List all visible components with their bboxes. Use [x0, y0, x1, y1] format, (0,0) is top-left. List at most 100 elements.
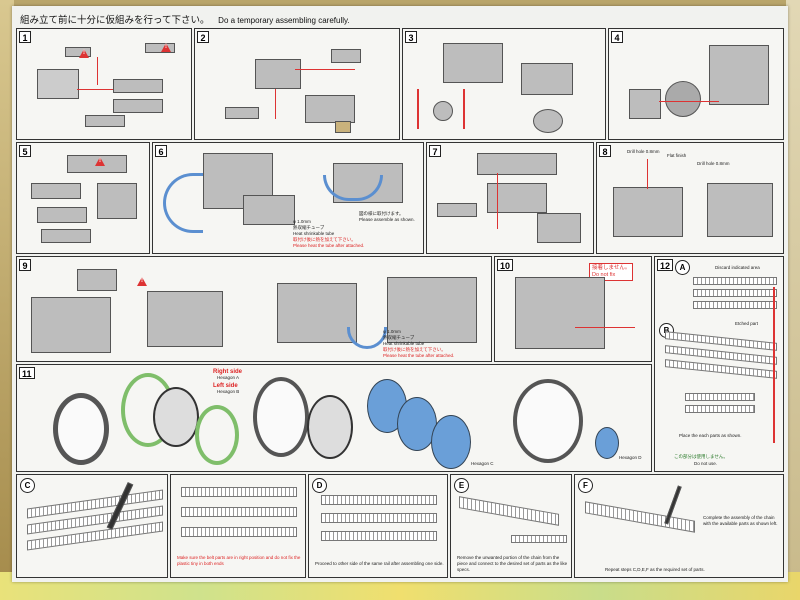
step-9-panel: 9 φ 1.0mm 熱収縮チューブ Heat shrinkable tube 取… [16, 256, 492, 362]
chain-sprue [321, 495, 437, 505]
engine-block-part [387, 277, 477, 343]
assembly-line [659, 101, 719, 102]
assembly-line [295, 69, 355, 70]
tube-label-jp: 熱収縮チューブ [383, 335, 415, 340]
assembly-line [647, 159, 648, 189]
rod-part [145, 43, 175, 53]
belt-position-note: Make sure the belt parts are in right po… [177, 555, 301, 566]
chain-sprue [321, 531, 437, 541]
oil-pan-part [305, 95, 355, 123]
flywheel-part [665, 81, 701, 117]
engine-block-part [147, 291, 223, 347]
chain-sprue [181, 527, 297, 537]
assembly-line [417, 89, 419, 129]
hexagon-c-label: Hexagon C [471, 461, 494, 466]
engine-block-part [709, 45, 769, 105]
step-5-panel: 5 [16, 142, 150, 254]
step-3-panel: 3 [402, 28, 606, 140]
step-number: 10 [497, 259, 514, 271]
sub-step-f-panel: F Complete the assembly of the chain wit… [574, 474, 784, 578]
chain-sprue [459, 496, 559, 526]
step-number: 7 [429, 145, 441, 157]
bracket-part [537, 213, 581, 243]
step-number: 9 [19, 259, 31, 271]
step-11-panel: 11 Right side Hexagon A Left side Hexago… [16, 364, 652, 472]
step-6-panel: 6 φ 1.0mm 熱収縮チューブ Heat shrinkable tube 取… [152, 142, 424, 254]
cover-part [629, 89, 661, 119]
tube-routing [163, 173, 203, 233]
caution-icon [137, 277, 147, 286]
sub-step-label: E [454, 478, 469, 493]
heat-note-jp: 取付け後に熱を加えて下さい。 [293, 237, 356, 242]
assembly-line [97, 57, 98, 85]
caution-icon [161, 43, 171, 52]
tube-label-en: Heat shrinkable tube [383, 341, 425, 346]
chain-sprue [181, 507, 297, 517]
assembly-line [497, 173, 498, 229]
green-ring-part [195, 405, 239, 465]
step-number: 2 [197, 31, 209, 43]
tube-routing [347, 327, 387, 349]
drill-hole-note: Drill hole 0.8mm [627, 149, 660, 154]
piston-row-part [113, 99, 163, 113]
pulley-detail-part [533, 109, 563, 133]
header-japanese: 組み立て前に十分に仮組みを行って下さい。 [20, 15, 210, 26]
step-10-panel: 10 接着しません。 Do not fix [494, 256, 652, 362]
head-part [97, 183, 137, 219]
sub-step-c-panel: C [16, 474, 168, 578]
engine-block-part [707, 183, 773, 237]
piston-row-part [113, 79, 163, 93]
assembly-line [575, 327, 635, 328]
tube-label-en: Heat shrinkable tube [293, 231, 335, 236]
chain-sprue [693, 277, 777, 285]
repeat-note: Repeat steps C,D,E,F as the required set… [605, 567, 705, 572]
gasket-part [41, 229, 91, 243]
brake-disc-part [431, 415, 471, 469]
background-left [0, 0, 14, 600]
background-right [786, 0, 800, 600]
bracket-part [331, 49, 361, 63]
sub-step-d-panel: D Proceed to other side of the same rail… [308, 474, 448, 578]
hub-part [595, 427, 619, 459]
wheel-rim-part [153, 387, 199, 447]
engine-assembled-part [515, 277, 605, 349]
header-english: Do a temporary assembling carefully. [218, 16, 350, 25]
discard-legend: Discard indicated area [715, 265, 760, 270]
do-not-use-jp: この部分は使用しません。 [674, 454, 728, 459]
sheet-header: 組み立て前に十分に仮組みを行って下さい。 Do a temporary asse… [20, 12, 350, 26]
step-number: 11 [19, 367, 35, 379]
step-number: 6 [155, 145, 167, 157]
hexagon-d-label: Hexagon D [619, 455, 642, 460]
caution-icon [95, 157, 105, 166]
hexagon-b-label: Hexagon B [217, 389, 240, 394]
chain-piece [511, 535, 567, 543]
gasket-part [37, 207, 87, 223]
assembly-line [275, 89, 276, 119]
gasket-part [31, 183, 81, 199]
step-number: 8 [599, 145, 611, 157]
assembly-line [77, 89, 113, 90]
chain-sprue [685, 393, 755, 401]
warning-en: Do not fix [592, 272, 616, 278]
diameter-label: φ 1.0mm [293, 219, 311, 224]
crank-part [85, 115, 125, 127]
complete-note: Complete the assembly of the chain with … [703, 515, 778, 526]
hexagon-a-label: Hexagon A [217, 375, 240, 380]
chain-sprue [685, 405, 755, 413]
step-number: 4 [611, 31, 623, 43]
heat-note-en: Please heat the tube after attached. [293, 243, 365, 248]
instruction-sheet: 組み立て前に十分に仮組みを行って下さい。 Do a temporary asse… [12, 6, 788, 582]
sub-step-label: D [312, 478, 327, 493]
tire-part [53, 393, 109, 465]
remove-note: Remove the unwanted portion of the chain… [457, 555, 568, 572]
step-number: 1 [19, 31, 31, 43]
engine-block-part [613, 187, 683, 237]
flat-finish-note: Flat finish [667, 153, 687, 158]
cylinder-head-part [255, 59, 301, 89]
caution-icon [79, 49, 89, 58]
step-number: 12 [657, 259, 674, 271]
camshaft-part [437, 203, 477, 217]
sub-step-label: F [578, 478, 593, 493]
indicator-line [773, 287, 775, 443]
cam-cover-part [477, 153, 557, 175]
